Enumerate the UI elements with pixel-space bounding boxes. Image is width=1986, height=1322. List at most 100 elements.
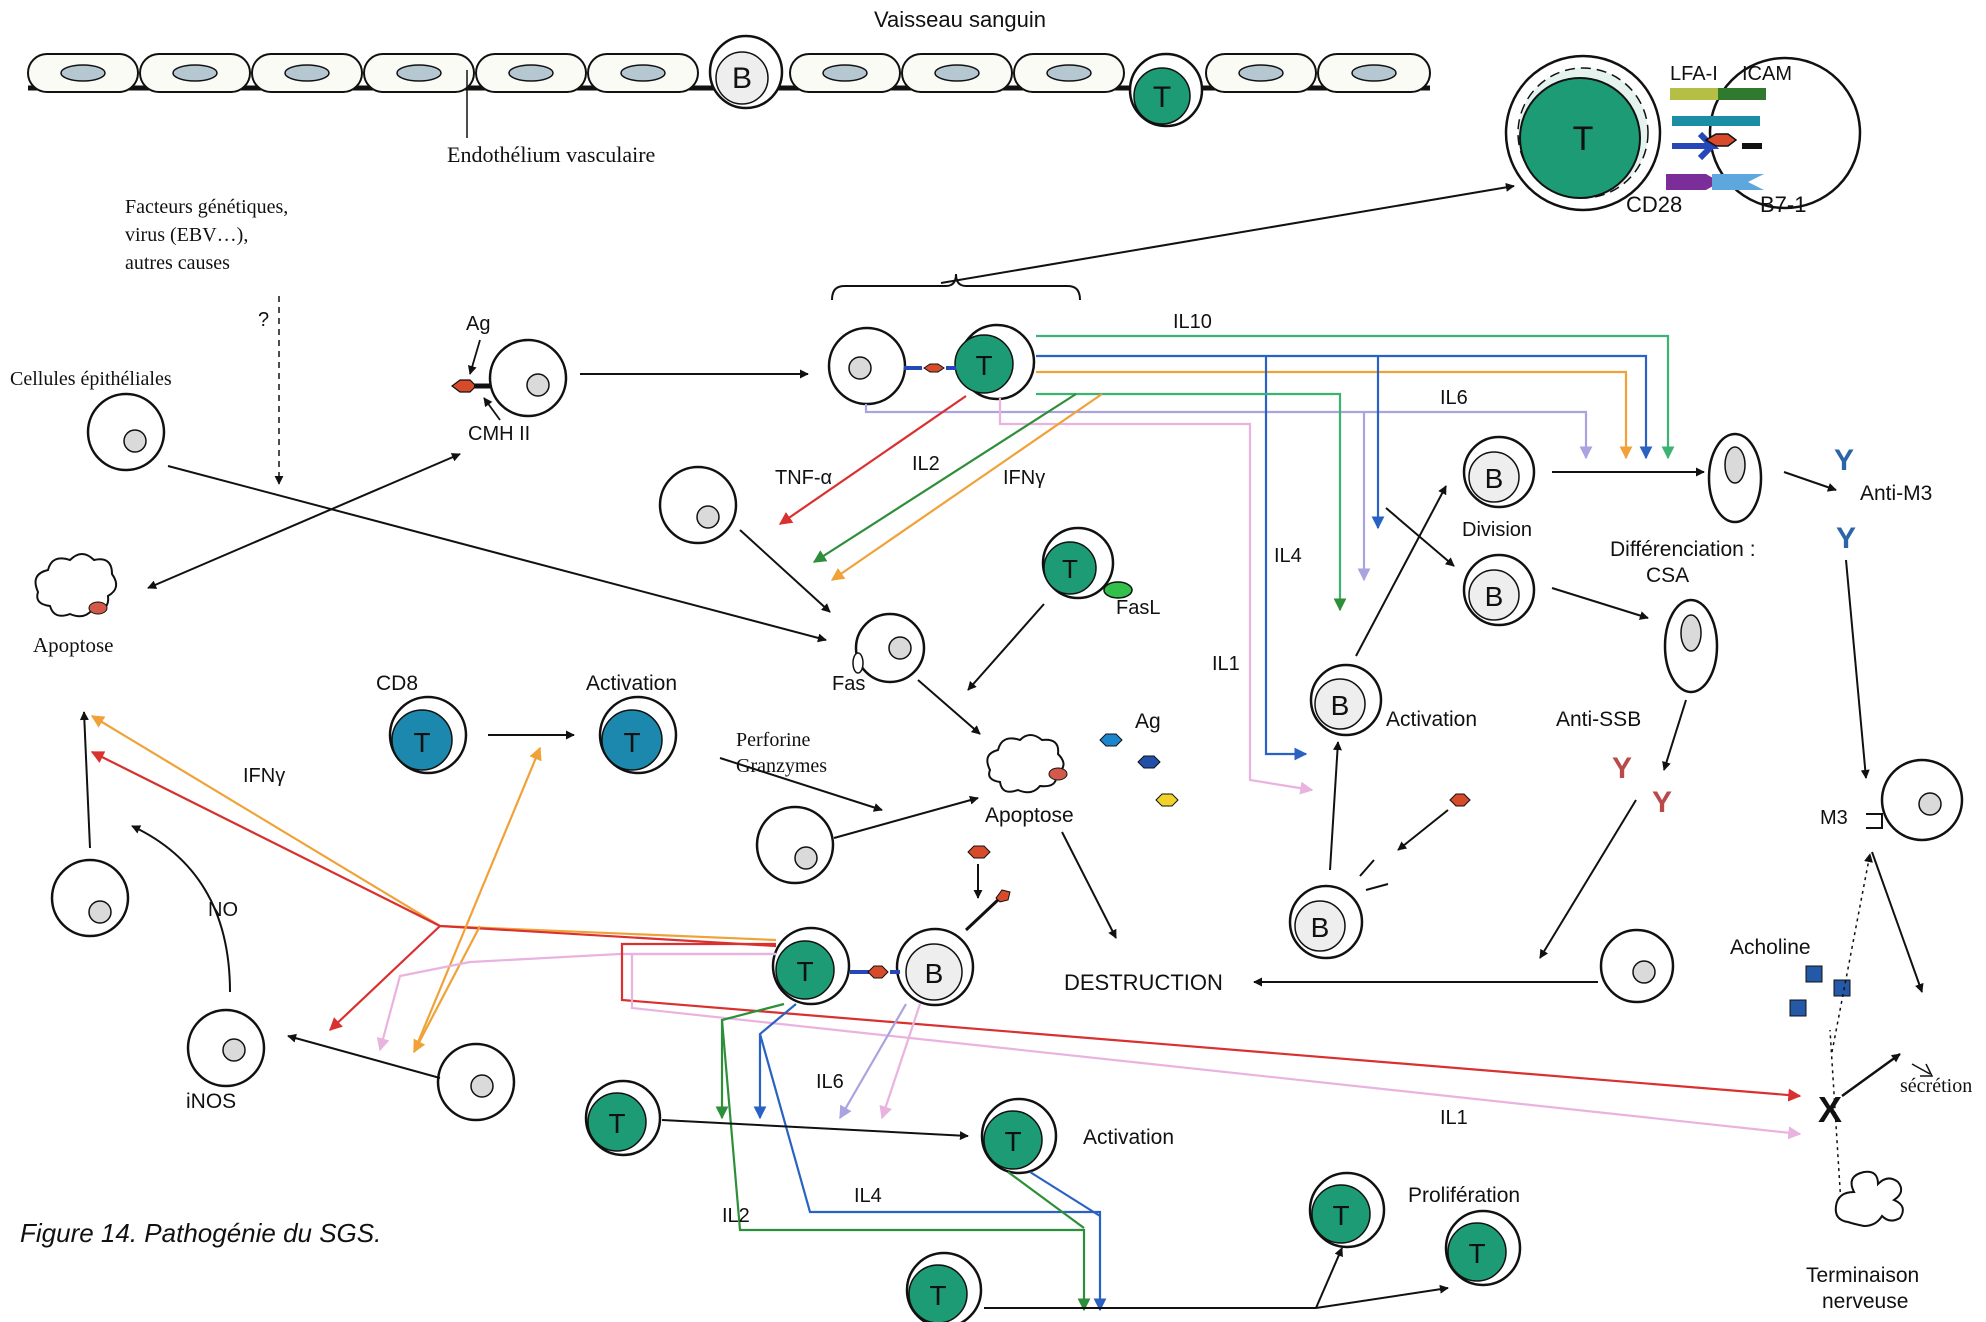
t-cell: T xyxy=(1128,52,1204,128)
blood-vessel xyxy=(27,53,1431,138)
apoptose-left-label: Apoptose xyxy=(33,633,114,657)
granzymes-label: Granzymes xyxy=(736,755,827,777)
acinar-cell xyxy=(1880,758,1964,842)
ag-mid-label: Ag xyxy=(1135,710,1161,733)
t-cell-prolif-2: T xyxy=(1444,1209,1522,1287)
svg-text:B: B xyxy=(925,958,944,989)
t-cell-activated: T xyxy=(980,1097,1058,1175)
anti-ssb-antibody-1: Y xyxy=(1612,752,1632,785)
svg-text:B: B xyxy=(732,62,752,95)
svg-text:B: B xyxy=(1485,581,1504,612)
epithelial-label: Cellules épithéliales xyxy=(10,368,172,390)
plasma-cell-top xyxy=(1707,432,1763,524)
svg-text:T: T xyxy=(608,1108,625,1139)
immune-synapse-inset: T LFA-I ICAM CD28 B7-1 xyxy=(940,54,1862,284)
svg-text:T: T xyxy=(623,727,640,758)
fas-cell xyxy=(854,612,926,684)
cd8-cell: T xyxy=(388,695,468,775)
nerve-terminal xyxy=(1834,1170,1904,1228)
factors-line-2: virus (EBV…), xyxy=(125,224,248,246)
diff-label: Différenciation : xyxy=(1610,538,1756,561)
il10-label: IL10 xyxy=(1173,311,1212,333)
activation-t-label: Activation xyxy=(1083,1126,1174,1149)
t-cell-prolif-1: T xyxy=(1308,1171,1386,1249)
figure-caption: Figure 14. Pathogénie du SGS. xyxy=(20,1218,381,1248)
perforine-label: Perforine xyxy=(736,729,811,751)
cell-left-bottom xyxy=(50,858,130,938)
b-cell: B xyxy=(708,34,784,110)
svg-text:B: B xyxy=(1485,463,1504,494)
b-cell-top: B xyxy=(1462,435,1536,509)
svg-text:T: T xyxy=(1468,1238,1485,1269)
ifng-line xyxy=(1036,370,1633,460)
svg-text:T: T xyxy=(796,956,813,987)
il4-mid-label: IL4 xyxy=(1274,545,1302,567)
ifng-top-label: IFNγ xyxy=(1003,467,1045,489)
terminaison-label-1: Terminaison xyxy=(1806,1264,1919,1287)
b-cell-naive: B xyxy=(1288,884,1364,960)
cell-middle-2 xyxy=(755,805,835,885)
inos-label: iNOS xyxy=(186,1090,236,1113)
endothelium-label: Endothélium vasculaire xyxy=(447,142,655,167)
b-cell-bottom: B xyxy=(895,927,975,1007)
svg-text:B: B xyxy=(1311,912,1330,943)
il1-low-label: IL1 xyxy=(1440,1107,1468,1129)
anti-ssb-antibody-2: Y xyxy=(1652,786,1672,819)
factors-line-3: autres causes xyxy=(125,252,230,274)
svg-text:T: T xyxy=(1573,120,1594,158)
csa-label: CSA xyxy=(1646,564,1689,587)
destruction-label: DESTRUCTION xyxy=(1064,970,1223,995)
svg-text:T: T xyxy=(1004,1126,1021,1157)
cd8-activated-cell: T xyxy=(598,695,678,775)
t-cell-bottom: T xyxy=(771,926,851,1006)
apc-cell xyxy=(488,338,568,418)
svg-text:T: T xyxy=(413,727,430,758)
fasl-label: FasL xyxy=(1116,597,1160,619)
t-cell-top: T xyxy=(954,323,1036,401)
m3-label: M3 xyxy=(1820,807,1848,829)
svg-text:T: T xyxy=(929,1280,946,1311)
il1-mid-label: IL1 xyxy=(1212,653,1240,675)
secretion-label: sécrétion xyxy=(1900,1075,1972,1097)
il6-top-label: IL6 xyxy=(1440,387,1468,409)
svg-text:T: T xyxy=(1153,81,1171,114)
icam-label: ICAM xyxy=(1742,63,1792,85)
lfa-label: LFA-I xyxy=(1670,63,1718,85)
vessel-label: Vaisseau sanguin xyxy=(874,7,1046,32)
il4-low-label: IL4 xyxy=(854,1185,882,1207)
apoptotic-cell-left xyxy=(34,553,118,618)
il6-low-label: IL6 xyxy=(816,1071,844,1093)
activation-b-label: Activation xyxy=(1386,708,1477,731)
ag-top-label: Ag xyxy=(466,313,490,335)
anti-m3-antibody-2: Y xyxy=(1836,522,1856,555)
apoptotic-cell-mid xyxy=(986,734,1068,794)
b-cell-activated: B xyxy=(1309,663,1383,737)
cell-right-bottom xyxy=(1599,928,1675,1004)
tnf-label: TNF-α xyxy=(775,467,832,489)
anti-ssb-label: Anti-SSB xyxy=(1556,708,1641,731)
svg-text:T: T xyxy=(1332,1200,1349,1231)
cmh-label: CMH II xyxy=(468,423,530,445)
apc-cell-top xyxy=(827,326,907,406)
il10-line xyxy=(1036,334,1675,460)
terminaison-label-2: nerveuse xyxy=(1822,1290,1908,1313)
cd28-label: CD28 xyxy=(1626,192,1682,217)
svg-text:T: T xyxy=(975,350,992,381)
no-label: NO xyxy=(208,899,238,921)
anti-m3-label: Anti-M3 xyxy=(1860,482,1932,505)
plasma-cell-low xyxy=(1663,598,1719,694)
proliferation-label: Prolifération xyxy=(1408,1184,1520,1207)
svg-text:B: B xyxy=(1331,690,1350,721)
fas-label: Fas xyxy=(832,673,865,695)
factors-line-1: Facteurs génétiques, xyxy=(125,196,288,218)
acholine-label: Acholine xyxy=(1730,936,1811,959)
t-cell-naive: T xyxy=(584,1079,662,1157)
cell-middle-1 xyxy=(658,465,738,545)
il4-line xyxy=(1036,354,1653,460)
il2-top-label: IL2 xyxy=(912,453,940,475)
block-cross: X xyxy=(1818,1089,1842,1130)
b-cell-div: B xyxy=(1462,553,1536,627)
cd8-label: CD8 xyxy=(376,672,418,695)
il2-low-label: IL2 xyxy=(722,1205,750,1227)
